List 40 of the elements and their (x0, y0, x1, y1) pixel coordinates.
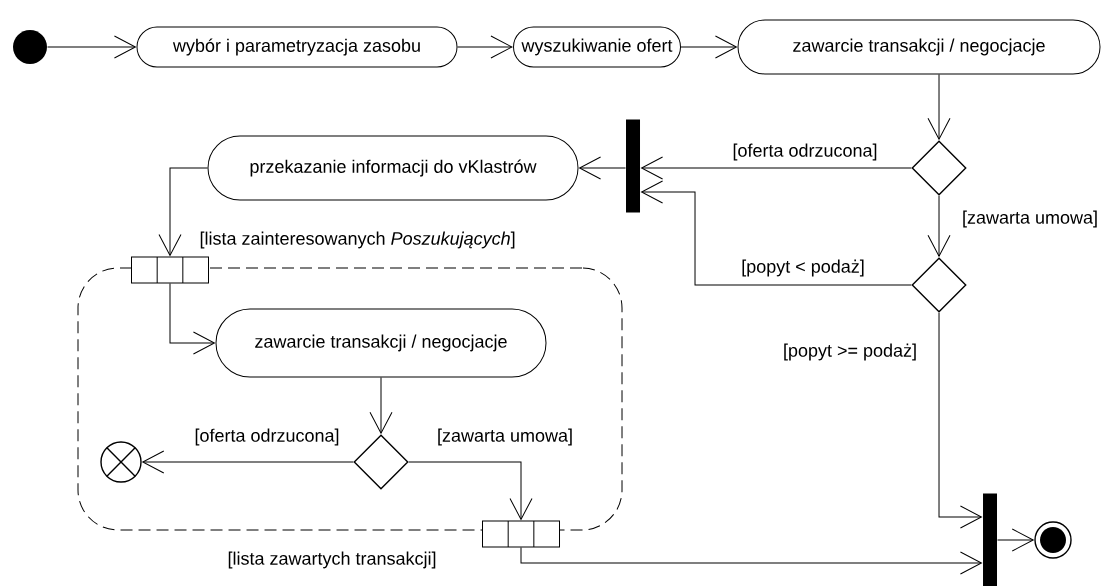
edge-label: [popyt >= podaż] (781, 342, 919, 362)
arrow (142, 450, 354, 474)
edge-label: [zawarta umowa] (436, 427, 575, 447)
arrow (158, 167, 208, 256)
edge-label: [oferta odrzucona] (193, 427, 341, 447)
arrow (680, 35, 737, 59)
action-box: wybór i parametryzacja zasobu (136, 26, 458, 68)
edge-label: [oferta odrzucona] (731, 142, 879, 162)
arrow (369, 377, 393, 434)
arrow (457, 35, 513, 59)
arrow (47, 35, 136, 59)
decision-diamond (911, 140, 967, 196)
flow-final-node (100, 441, 142, 483)
sync-bar (626, 119, 640, 213)
arrow (169, 283, 215, 355)
start-dot (13, 30, 47, 64)
action-box: zawarcie transakcji / negocjacje (215, 308, 547, 378)
action-box: wyszukiwanie ofert (513, 26, 681, 68)
arrow (641, 180, 912, 286)
arrow (579, 156, 626, 180)
arrow (520, 547, 982, 575)
action-box: zawarcie transakcji / negocjacje (737, 19, 1101, 75)
pin-label: [lista zawartych transakcji] (228, 551, 436, 569)
arrow (641, 156, 912, 180)
arrow (408, 461, 533, 520)
arrow (927, 74, 951, 140)
expansion-region (77, 267, 623, 531)
pin-boxes (131, 256, 209, 284)
pin-label: [lista zainteresowanych Poszukujących] (200, 231, 515, 249)
sync-bar (983, 493, 997, 586)
final-node (1034, 521, 1072, 559)
arrow (938, 312, 982, 529)
arrow (997, 528, 1034, 552)
edge-label: [zawarta umowa] (961, 209, 1100, 229)
decision-diamond (353, 434, 409, 490)
decision-diamond (911, 257, 967, 313)
action-box: przekazanie informacji do vKlastrów (207, 135, 579, 201)
arrow (927, 195, 951, 257)
edge-label: [popyt < podaż] (740, 258, 866, 278)
pin-boxes (482, 520, 560, 548)
